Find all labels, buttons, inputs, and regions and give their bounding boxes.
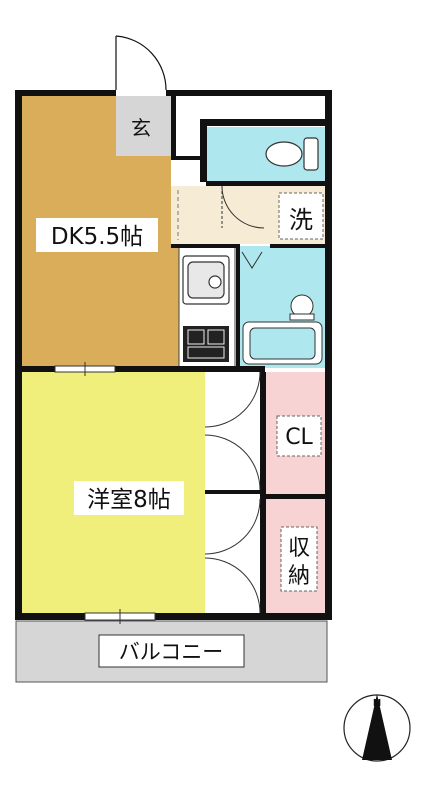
bathtub-fixture <box>242 321 323 365</box>
closet-label-box <box>276 415 322 457</box>
balcony-label: バルコニー <box>119 640 224 664</box>
washroom-label-box <box>278 192 324 240</box>
western-window <box>84 609 156 624</box>
gas-stove <box>183 326 229 362</box>
toilet-fixture <box>265 137 319 171</box>
washroom-label: 洗 <box>289 206 313 234</box>
corridor-door <box>221 185 265 229</box>
closet-doors <box>204 371 261 614</box>
kitchen-sink <box>182 255 230 305</box>
compass-rose: N <box>343 694 411 762</box>
bath-door-marker <box>241 251 263 269</box>
corridor-floor <box>171 186 279 244</box>
closet-label: CL <box>285 425 313 450</box>
entrance-floor <box>116 96 171 156</box>
storage-label-line2: 納 <box>288 564 310 589</box>
storage-label-line1: 収 <box>288 536 310 561</box>
front-door <box>115 35 167 91</box>
entrance-label: 玄 <box>131 116 151 140</box>
balcony-label-box <box>98 634 245 668</box>
dk-extension-floor <box>171 186 179 366</box>
walls <box>15 90 332 620</box>
western-room-label-box <box>74 481 184 515</box>
dk-label-box <box>36 218 158 252</box>
dk-label: DK5.5帖 <box>51 224 143 250</box>
storage-label-box <box>280 526 318 592</box>
dk-window <box>54 362 116 376</box>
compass-north-label: N <box>373 698 381 709</box>
washbasin-fixture <box>289 294 315 321</box>
western-room-label: 洋室8帖 <box>87 487 171 513</box>
